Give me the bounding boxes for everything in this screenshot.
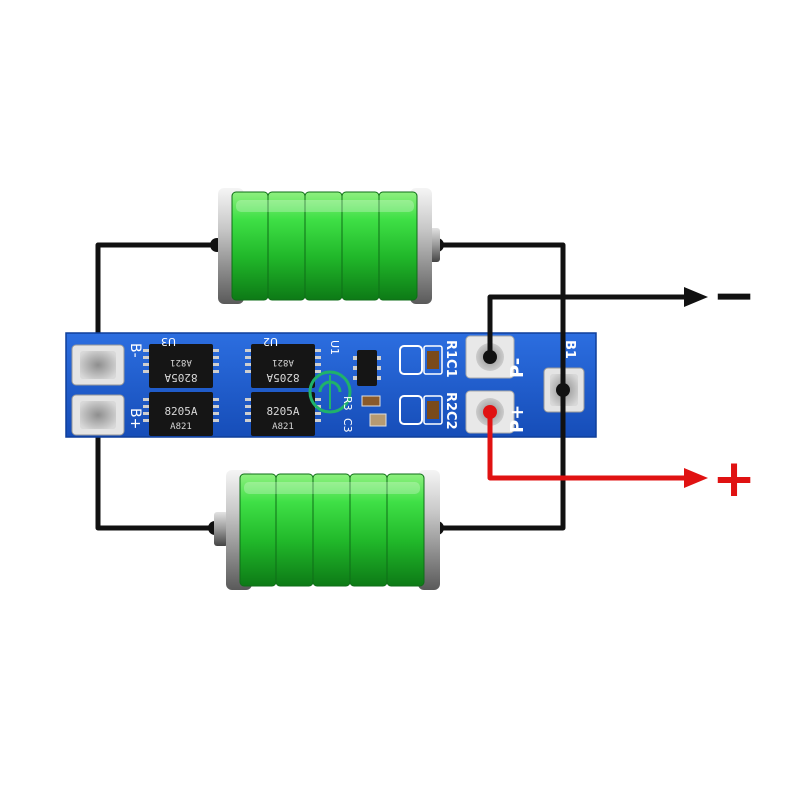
mosfet-2-bottom-label: A821 [170,422,192,432]
arrow-right-icon [684,468,708,488]
label-u3: U3 [161,335,176,348]
pad-b-plus [71,394,125,436]
mosfet-1-top-label: 8205A [164,371,197,384]
mosfet-chip-2: 8205A A821 [143,392,219,436]
mosfet-1-bottom-label: A821 [170,357,192,367]
label-b-plus: B+ [127,408,143,429]
smd-resistor-r3 [361,395,381,407]
positive-terminal-sign: + [712,449,756,509]
mosfet-3-top-label: 8205A [266,371,299,384]
mosfet-3-bottom-label: A821 [272,357,294,367]
battery-icon [239,473,425,587]
label-u2: U2 [263,335,278,348]
protection-ic [353,350,381,386]
mosfet-chip-4: 8205A A821 [245,392,321,436]
label-c3: C3 [341,418,354,433]
rc-group-2 [399,395,443,425]
negative-terminal-sign: − [712,266,756,326]
manufacturer-logo [308,370,352,414]
battery-icon [231,191,418,301]
pad-b-minus [71,344,125,386]
mosfet-chip-3: 8205A A821 [245,344,321,388]
smd-capacitor-c3 [369,413,387,427]
mosfet-4-top-label: 8205A [266,405,299,418]
pcb-board: B- B+ 8205A A821 8205A A821 [65,332,597,438]
mosfet-4-bottom-label: A821 [272,422,294,432]
label-r3: R3 [341,396,354,411]
label-b1: B1 [562,340,577,359]
battery-top [218,188,440,304]
label-b-minus: B- [127,343,143,358]
mosfet-chip-1: 8205A A821 [143,344,219,388]
battery-bottom [214,470,440,590]
arrow-right-icon [684,287,708,307]
label-p-plus: P+ [507,405,528,433]
rc-group-1 [399,345,443,375]
mosfet-2-top-label: 8205A [164,405,197,418]
label-r1c1: R1C1 [443,340,458,378]
output-negative-wire [483,287,708,364]
label-u1: U1 [328,340,341,355]
label-p-minus: P- [507,358,528,378]
label-r2c2: R2C2 [443,392,458,430]
output-positive-wire [483,405,708,488]
